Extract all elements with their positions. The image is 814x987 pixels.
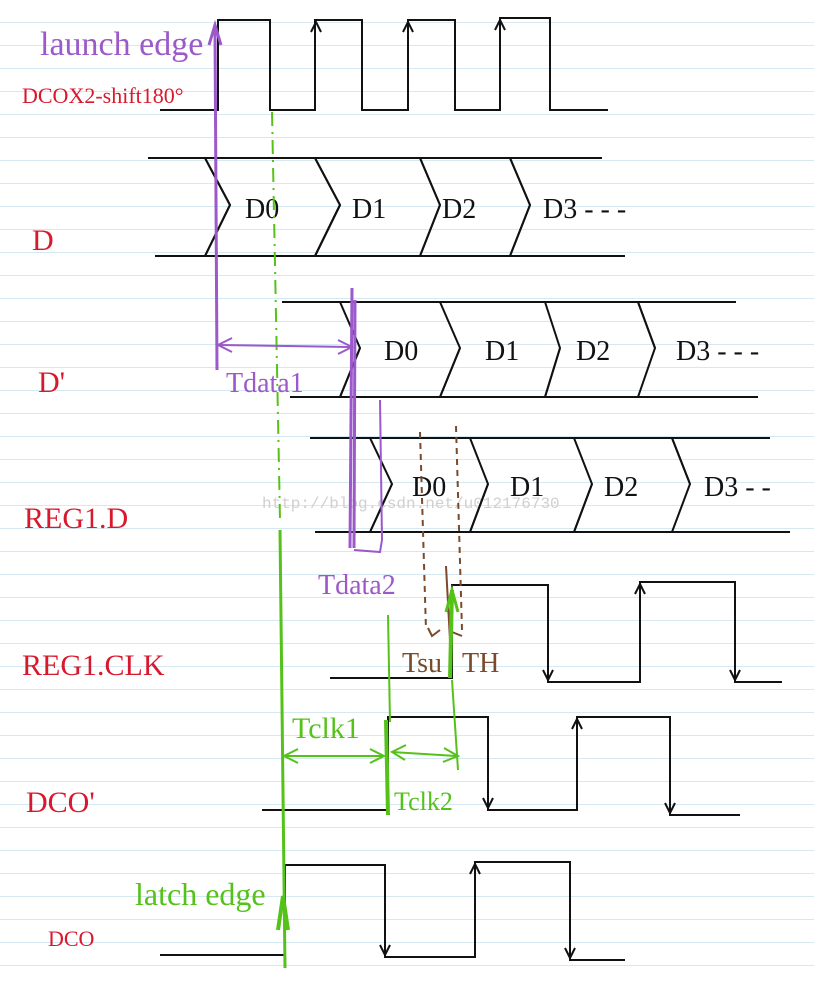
dcox2-rising-arrow-3 [494, 17, 506, 31]
label-dco: DCO [48, 926, 94, 951]
reg1-clk-rising-arrow [634, 581, 646, 595]
d-word-2: D2 [442, 194, 476, 225]
launch-edge-marker [207, 19, 223, 371]
label-d: D [32, 224, 54, 257]
d-prime-bus-waveform [282, 301, 758, 398]
d-prime-launch-marker [348, 287, 357, 549]
dco-rising-arrow [469, 861, 481, 875]
latch-reference-dashdot-line [271, 111, 281, 521]
latch-edge-label: latch edge [135, 876, 266, 912]
label-reg1-clk: REG1.CLK [22, 649, 165, 682]
dco-prime-falling-arrow-2 [664, 802, 676, 816]
dcox2-rising-arrow-2 [402, 19, 414, 33]
dcox2-waveform [160, 17, 608, 111]
tclk2-arrow [389, 744, 461, 763]
reg1-clk-latch-marker [444, 584, 460, 771]
tdata1-label: Tdata1 [226, 368, 304, 399]
dcox2-rising-arrow-1 [310, 19, 322, 33]
reg1-clk-falling-arrow-2 [729, 669, 741, 683]
dco-falling-arrow-1 [379, 944, 391, 958]
tdata1-arrow [215, 337, 355, 355]
d-prime-word-2: D2 [576, 336, 610, 367]
latch-edge-marker [276, 529, 290, 969]
tsu-label: Tsu [402, 648, 442, 679]
d-word-3: D3 - - - [543, 194, 626, 225]
reg1-d-word-3: D3 - - [704, 472, 771, 503]
launch-edge-label: launch edge [40, 26, 203, 63]
th-label: TH [462, 648, 499, 679]
reg1-d-word-0: D0 [412, 472, 446, 503]
dco-prime-falling-arrow-1 [482, 797, 494, 811]
tclk1-label: Tclk1 [292, 712, 360, 745]
reg1-d-word-2: D2 [604, 472, 638, 503]
reg1-clk-waveform [330, 581, 782, 683]
dco-falling-arrow-2 [564, 947, 576, 961]
label-reg1-d: REG1.D [24, 502, 128, 535]
tclk1-arrow [281, 748, 387, 764]
d-word-1: D1 [352, 194, 386, 225]
tclk2-label: Tclk2 [394, 787, 453, 816]
tdata2-bracket [353, 399, 383, 554]
d-prime-word-0: D0 [384, 336, 418, 367]
d-prime-word-1: D1 [485, 336, 519, 367]
reg1-d-word-1: D1 [510, 472, 544, 503]
label-dcox2: DCOX2-shift180° [22, 83, 184, 108]
watermark: http://blog.csdn.net/u012176730 [262, 495, 560, 513]
reg1-clk-falling-arrow-1 [542, 669, 554, 683]
d-prime-word-3: D3 - - - [676, 336, 759, 367]
label-dco-prime: DCO' [26, 786, 95, 819]
dco-prime-rising-arrow [571, 716, 583, 730]
dco-prime-latch-marker [384, 614, 391, 816]
tdata2-label: Tdata2 [318, 570, 396, 601]
label-d-prime: D' [38, 366, 65, 399]
